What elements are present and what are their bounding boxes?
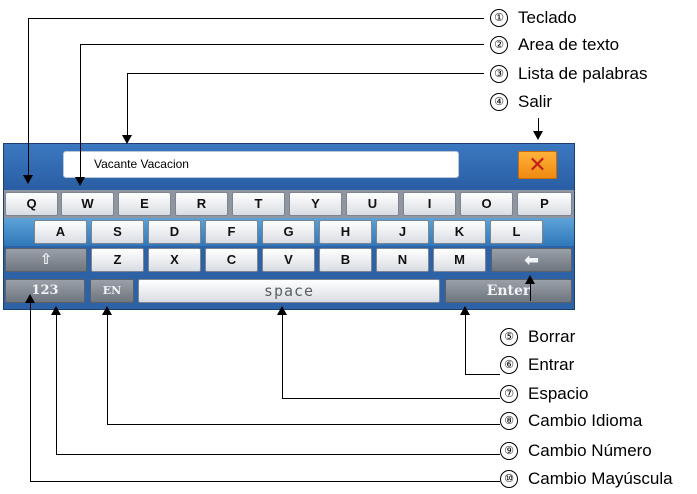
legend-label: Salir [518, 92, 553, 111]
language-switch-key[interactable]: EN [90, 279, 134, 303]
legend-item-4: ④ Salir [490, 92, 552, 112]
arrow-8-icon [102, 306, 112, 315]
leader-line-9h [56, 454, 500, 455]
arrow-1-icon [23, 175, 33, 184]
key-row-3: ⇧ Z X C V B N M ⬅ [4, 246, 574, 274]
key-r[interactable]: R [175, 192, 228, 216]
key-f[interactable]: F [205, 220, 258, 244]
key-z[interactable]: Z [91, 248, 144, 272]
legend-number: ⑥ [500, 356, 518, 374]
key-row-2: A S D F G H J K L [4, 218, 574, 246]
arrow-5-icon [525, 275, 535, 284]
leader-line-9 [56, 312, 57, 454]
leader-line-7 [282, 312, 283, 398]
key-l[interactable]: L [490, 220, 543, 244]
close-button[interactable]: ✕ [518, 151, 557, 179]
legend-item-9: ⑨ Cambio Número [500, 441, 652, 461]
key-j[interactable]: J [376, 220, 429, 244]
space-key[interactable]: space [138, 279, 440, 303]
enter-key[interactable]: Enter [445, 279, 572, 303]
leader-line-10h [30, 481, 500, 482]
leader-line-5 [530, 281, 531, 301]
leader-line-8 [107, 312, 108, 424]
leader-line-3 [127, 73, 128, 135]
legend-label: Cambio Mayúscula [528, 469, 673, 488]
legend-item-1: ① Teclado [490, 8, 577, 28]
arrow-7-icon [277, 306, 287, 315]
leader-line-4 [538, 118, 539, 132]
keyboard-panel: Vacante Vacacion ✕ Q W E R T Y U I O P A… [3, 143, 575, 310]
arrow-10-icon [25, 294, 35, 303]
number-switch-key[interactable]: 123 [5, 279, 85, 303]
legend-number: ④ [490, 93, 508, 111]
leader-line-3h [127, 73, 484, 74]
key-i[interactable]: I [403, 192, 456, 216]
key-t[interactable]: T [232, 192, 285, 216]
legend-label: Cambio Número [528, 441, 652, 460]
key-s[interactable]: S [91, 220, 144, 244]
leader-line-1 [28, 18, 29, 178]
legend-item-10: ⑩ Cambio Mayúscula [500, 469, 673, 489]
leader-line-6 [465, 312, 466, 374]
key-n[interactable]: N [376, 248, 429, 272]
arrow-3-icon [122, 135, 132, 144]
legend-number: ⑦ [500, 385, 518, 403]
legend-item-8: ⑧ Cambio Idioma [500, 411, 642, 431]
legend-number: ⑧ [500, 412, 518, 430]
text-area[interactable]: Vacante Vacacion [63, 151, 459, 178]
key-h[interactable]: H [319, 220, 372, 244]
key-c[interactable]: C [205, 248, 258, 272]
backspace-key[interactable]: ⬅ [491, 248, 572, 272]
key-b[interactable]: B [319, 248, 372, 272]
leader-line-2h [80, 44, 484, 45]
shift-key[interactable]: ⇧ [5, 248, 87, 272]
leader-line-8h [107, 424, 500, 425]
key-w[interactable]: W [61, 192, 114, 216]
leader-line-7h [282, 398, 500, 399]
arrow-9-icon [51, 306, 61, 315]
legend-label: Cambio Idioma [528, 411, 643, 430]
legend-number: ② [490, 36, 508, 54]
leader-line-2 [80, 44, 81, 180]
leader-line-10 [30, 300, 31, 481]
key-x[interactable]: X [148, 248, 201, 272]
legend-item-6: ⑥ Entrar [500, 355, 574, 375]
key-v[interactable]: V [262, 248, 315, 272]
legend-number: ③ [490, 65, 508, 83]
key-g[interactable]: G [262, 220, 315, 244]
key-d[interactable]: D [148, 220, 201, 244]
key-row-1: Q W E R T Y U I O P [4, 190, 574, 218]
key-y[interactable]: Y [289, 192, 342, 216]
arrow-6-icon [460, 306, 470, 315]
leader-line-1h [28, 18, 484, 19]
legend-item-2: ② Area de texto [490, 35, 619, 55]
legend-label: Espacio [528, 384, 589, 403]
arrow-2-icon [75, 177, 85, 186]
key-u[interactable]: U [346, 192, 399, 216]
legend-label: Lista de palabras [518, 64, 648, 83]
leader-line-6h [465, 374, 500, 375]
key-p[interactable]: P [517, 192, 572, 216]
key-a[interactable]: A [34, 220, 87, 244]
key-q[interactable]: Q [5, 192, 58, 216]
key-k[interactable]: K [433, 220, 486, 244]
legend-number: ⑨ [500, 442, 518, 460]
key-o[interactable]: O [460, 192, 513, 216]
legend-item-7: ⑦ Espacio [500, 384, 588, 404]
key-row-4: 123 EN space Enter [4, 274, 574, 308]
key-m[interactable]: M [433, 248, 486, 272]
legend-number: ① [490, 9, 508, 27]
key-e[interactable]: E [118, 192, 171, 216]
legend-number: ⑤ [500, 328, 518, 346]
legend-number: ⑩ [500, 470, 518, 488]
legend-label: Teclado [518, 8, 577, 27]
legend-label: Entrar [528, 355, 575, 374]
legend-label: Area de texto [518, 35, 620, 54]
legend-item-3: ③ Lista de palabras [490, 64, 647, 84]
legend-label: Borrar [528, 327, 576, 346]
legend-item-5: ⑤ Borrar [500, 327, 575, 347]
arrow-4-icon [533, 131, 543, 140]
